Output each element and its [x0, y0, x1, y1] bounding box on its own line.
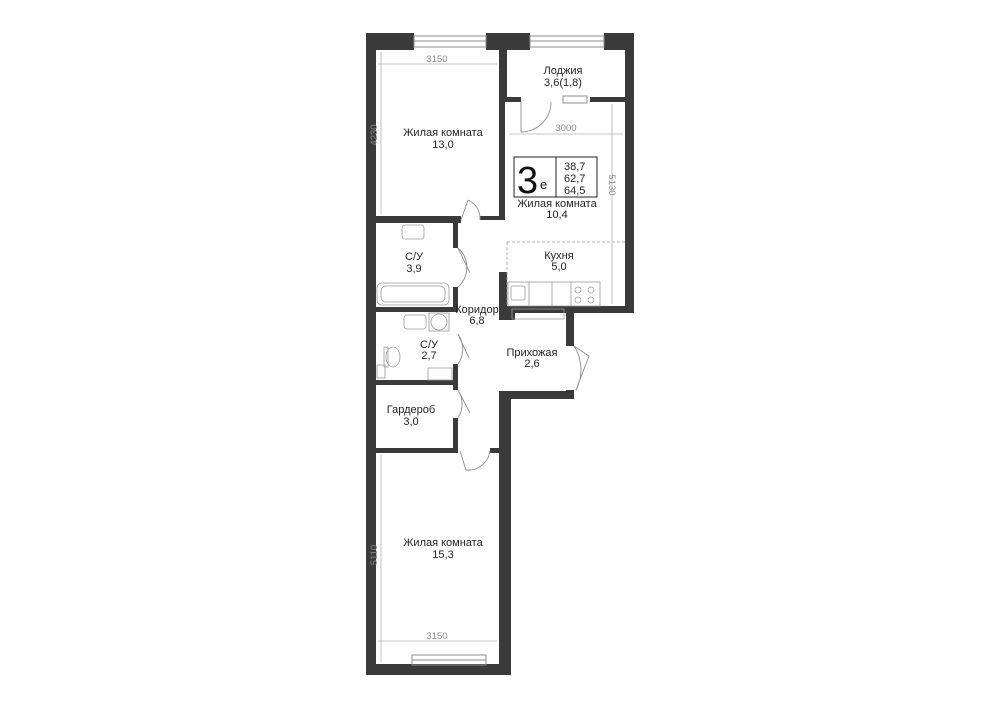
wall-right-outer — [625, 33, 634, 313]
wall-loggia-bottom-r — [590, 97, 634, 102]
kitchen-sink — [510, 285, 526, 301]
dim-mid-height: 5130 — [606, 174, 617, 195]
dim-bottom-width: 3150 — [426, 631, 447, 642]
riser-kitchen — [511, 308, 565, 320]
wall-room3-top-r — [490, 448, 511, 453]
wall-room1-bottom — [366, 216, 461, 223]
badge-room-count: 3 — [517, 160, 538, 202]
room-living-1-area: 13,0 — [432, 139, 453, 151]
wall-bath2-right — [453, 364, 458, 390]
wall-loggia-bottom — [499, 97, 521, 102]
wall-loggia-left — [499, 50, 507, 100]
door-entry — [573, 345, 590, 391]
door-wardrobe — [457, 389, 471, 419]
toilet-tank — [383, 346, 389, 368]
bathtub — [376, 282, 450, 306]
room-bath-2-area: 2,7 — [421, 350, 436, 362]
bath2-washer — [430, 313, 448, 331]
wall-bath-right-2 — [453, 287, 458, 309]
badge-suffix: е — [540, 177, 547, 192]
room-labels: Жилая комната 13,0 Лоджия 3,6(1,8) Жилая… — [387, 65, 598, 561]
wall-wardrobe-right — [453, 418, 458, 451]
badge-area-loggia: 64,5 — [564, 185, 585, 197]
wall-bath2-bottom — [366, 380, 458, 385]
wall-room1-right — [499, 100, 505, 220]
dim-top-height: 4230 — [369, 124, 380, 145]
dim-bottom-height: 5110 — [369, 545, 380, 565]
room-corridor-area: 6,8 — [469, 315, 484, 327]
riser-bath — [427, 367, 453, 381]
wall-top-left — [366, 33, 414, 50]
room-loggia-area: 3,6(1,8) — [544, 77, 582, 89]
room-bath-1-name: С/У — [405, 251, 424, 263]
wall-bottom — [366, 664, 511, 675]
wall-kitchen-pier — [507, 306, 515, 320]
bathtub-inner — [380, 285, 446, 303]
dim-mid-width: 3000 — [555, 123, 576, 134]
wall-top-mid — [486, 33, 530, 50]
door-room1 — [460, 199, 481, 221]
room-corridor-name: Коридор — [455, 304, 498, 316]
window-loggia-door — [562, 95, 588, 104]
room-loggia-name: Лоджия — [544, 65, 583, 77]
wall-left — [366, 33, 376, 675]
wall-hall-right — [566, 306, 574, 346]
room-living-2-name: Жилая комната — [517, 198, 597, 210]
thin-lines — [376, 224, 625, 381]
room-hall-area: 2,6 — [524, 358, 539, 370]
dimension-lines — [378, 52, 623, 662]
wall-lower-right — [499, 391, 511, 675]
stove-ring-1 — [574, 286, 582, 294]
room-kitchen-name: Кухня — [544, 250, 573, 262]
walls — [366, 33, 634, 675]
toilet — [385, 346, 401, 368]
room-wardrobe-area: 3,0 — [403, 416, 418, 428]
dim-top-width: 3150 — [426, 54, 447, 65]
bath2-sink — [403, 314, 427, 330]
room-wardrobe-name: Гардероб — [387, 404, 435, 416]
room-bath-1-area: 3,9 — [406, 263, 421, 275]
bath1-sink — [401, 224, 425, 240]
room-living-2-area: 10,4 — [546, 209, 567, 221]
doors — [457, 101, 590, 471]
door-loggia — [520, 101, 552, 133]
stove-ring-2 — [587, 286, 595, 294]
dimension-labels: 3150 4230 3000 5130 5110 3150 — [369, 54, 617, 642]
room-bath-2-name: С/У — [420, 339, 439, 351]
room-living-3-name: Жилая комната — [403, 537, 483, 549]
room-living-1-name: Жилая комната — [403, 127, 483, 139]
badge-area-living: 38,7 — [564, 161, 585, 173]
wall-bath-right — [453, 222, 458, 248]
room-hall-name: Прихожая — [507, 347, 558, 359]
bath2-shower — [376, 364, 386, 379]
door-bath2 — [457, 333, 470, 365]
bath2-washer-box — [428, 312, 450, 332]
wall-room1-bottom-r — [480, 216, 505, 220]
apartment-badge: 3 е 38,7 62,7 64,5 — [513, 156, 598, 202]
stove-ring-4 — [587, 296, 595, 304]
badge-area-total: 62,7 — [564, 173, 585, 185]
room-kitchen-area: 5,0 — [551, 261, 566, 273]
room-living-3-area: 15,3 — [432, 549, 453, 561]
door-room3 — [459, 450, 491, 471]
windows — [411, 35, 605, 666]
kitchen-counter — [507, 281, 601, 307]
wall-corridor-right — [499, 272, 507, 320]
wall-hall-bottom — [499, 391, 574, 399]
wall-wardrobe-bottom — [366, 448, 458, 453]
wall-bath1-bottom — [366, 307, 458, 312]
stove-ring-3 — [574, 296, 582, 304]
door-bath1 — [457, 247, 471, 288]
